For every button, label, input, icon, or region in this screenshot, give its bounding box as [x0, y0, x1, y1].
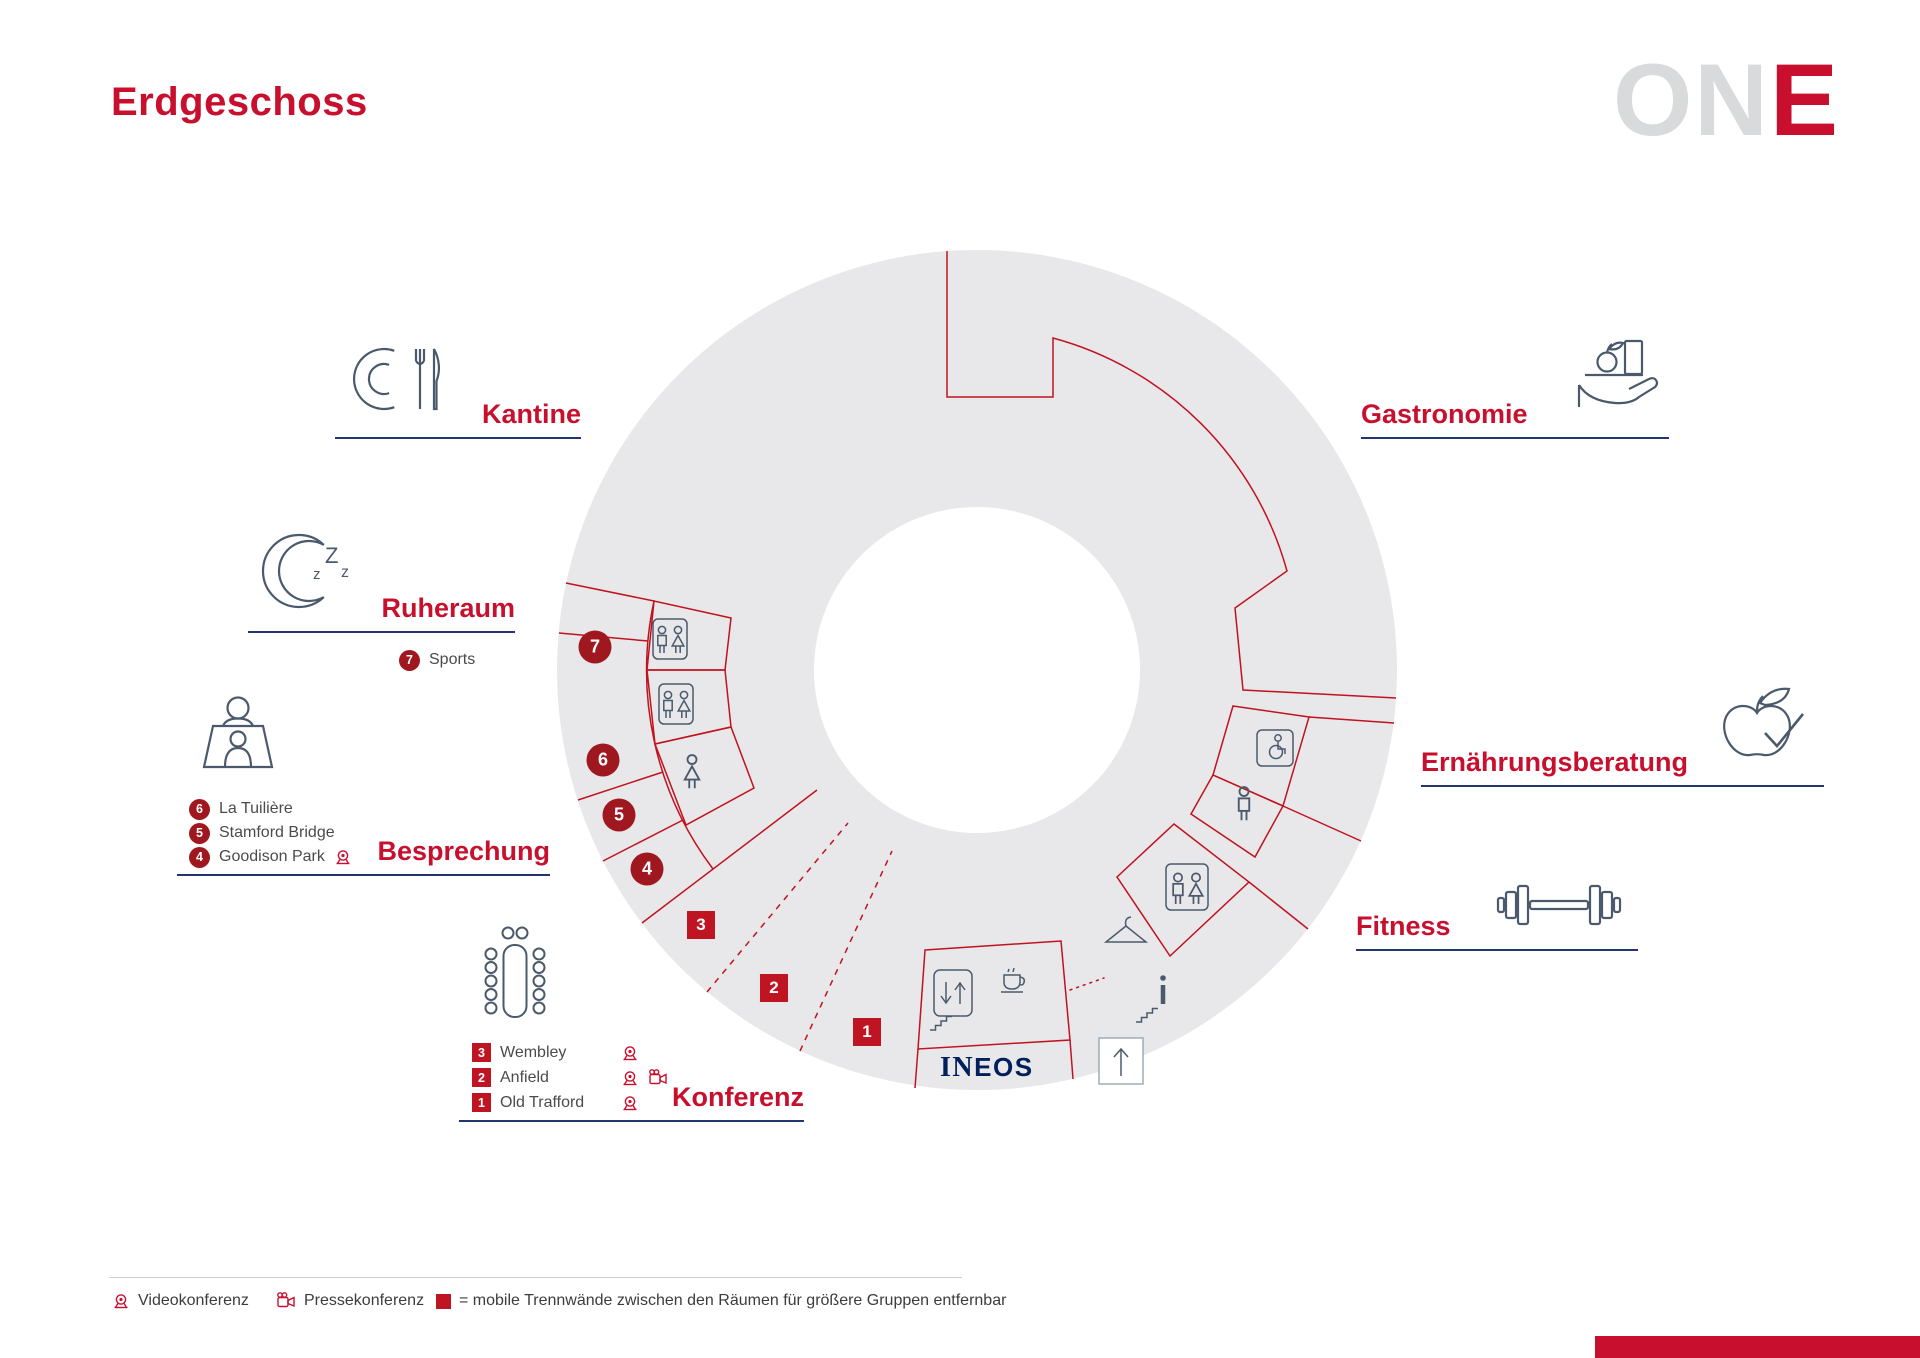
label-ruheraum: Ruheraum: [248, 593, 515, 633]
room-row: 4 Goodison Park: [189, 845, 352, 869]
room-badge: 4: [189, 846, 210, 868]
mobile-partition-line: [799, 850, 893, 1052]
label-gastronomie: Gastronomie: [1361, 399, 1669, 439]
gastronomie-outline: [946, 251, 1397, 699]
room-badge: 6: [189, 798, 210, 820]
pressconference-icon: [649, 1068, 667, 1084]
konferenz-room-list: 3 Wembley 2 Anfield 1 Old Trafford: [472, 1040, 668, 1115]
room-badge: 7: [399, 649, 420, 671]
room-marker-6: 6: [586, 743, 620, 777]
legend-press: Pressekonferenz: [276, 1288, 424, 1314]
svg-text:z: z: [341, 564, 349, 581]
plan-icons: [652, 618, 1294, 1085]
mobile-partition-line: [706, 822, 849, 993]
men-wc-room: [1190, 774, 1285, 859]
accessible-wc-icon: [1256, 729, 1294, 767]
legend-partition-label: = mobile Trennwände zwischen den Räumen …: [459, 1292, 1007, 1309]
partition-square-icon: [436, 1293, 451, 1309]
room-row: 6 La Tuilière: [189, 797, 352, 821]
exit-stairs-icon: [1098, 1037, 1144, 1085]
room-marker-4: 4: [630, 852, 664, 886]
logo-gray: ON: [1612, 43, 1770, 157]
konferenz-icon: [484, 926, 546, 1018]
dumbbell-icon: [1496, 884, 1622, 926]
room-badge: 5: [189, 822, 210, 844]
info-icon: [1160, 975, 1166, 1004]
gastronomie-icon: [1577, 339, 1659, 407]
legend-video: Videokonferenz: [112, 1288, 249, 1314]
label-konferenz: Konferenz: [459, 1082, 804, 1122]
room-marker-7: 7: [578, 630, 612, 664]
footer-divider: [109, 1277, 962, 1278]
room-row: 7 Sports: [399, 648, 475, 672]
besprechung-room-list: 6 La Tuilière 5 Stamford Bridge 4 Goodis…: [189, 797, 352, 869]
atrium-void: [814, 507, 1140, 833]
svg-text:Z: Z: [325, 543, 338, 568]
pressconference-icon: [277, 1292, 295, 1308]
label-kantine: Kantine: [335, 399, 581, 439]
room-name: Goodison Park: [219, 848, 325, 865]
room-name: La Tuilière: [219, 800, 293, 817]
elevator-icon: [933, 969, 973, 1017]
room-badge: 3: [472, 1043, 491, 1062]
label-fitness: Fitness: [1356, 911, 1638, 951]
room-marker-1: 1: [853, 1018, 881, 1046]
wc-room: [1116, 823, 1251, 958]
videoconference-icon: [623, 1045, 637, 1060]
room-marker-5: 5: [602, 798, 636, 832]
page-title: Erdgeschoss: [111, 80, 368, 124]
room-name: Stamford Bridge: [219, 824, 335, 841]
room-row: 5 Stamford Bridge: [189, 821, 352, 845]
kantine-icon: [352, 347, 441, 411]
room-name: Wembley: [500, 1043, 567, 1061]
stairs-icon: [1136, 1007, 1158, 1023]
logo-red: E: [1769, 43, 1840, 157]
room-row: 3 Wembley: [472, 1040, 668, 1065]
legend-video-label: Videokonferenz: [138, 1292, 249, 1309]
svg-text:z: z: [313, 566, 321, 583]
moon-icon: z Z z: [261, 533, 349, 609]
wc-icon: [652, 618, 688, 660]
room-badge: 1: [472, 1093, 491, 1112]
room-marker-2: 2: [760, 974, 788, 1002]
legend-partition: = mobile Trennwände zwischen den Räumen …: [436, 1288, 1006, 1314]
room-row: 1 Old Trafford: [472, 1090, 668, 1115]
room-name: Anfield: [500, 1068, 549, 1086]
zzz-letters: z Z z: [313, 543, 349, 583]
wc-icon: [658, 683, 694, 725]
wc-large-icon: [1165, 863, 1209, 911]
label-besprechung: Besprechung: [177, 836, 550, 876]
brand-bar: [1595, 1336, 1920, 1358]
ruheraum-room-list: 7 Sports: [399, 648, 475, 672]
apple-icon: [1723, 687, 1805, 757]
wardrobe-hanger-icon: [1103, 916, 1149, 943]
besprechung-icon: [202, 696, 274, 769]
room-name: Old Trafford: [500, 1093, 585, 1111]
room-badge: 2: [472, 1068, 491, 1087]
stairs-icon: [930, 1015, 952, 1031]
ineos-logo: INEOS: [940, 1052, 1034, 1083]
videoconference-icon: [114, 1294, 128, 1309]
label-ernaehrungsberatung: Ernährungsberatung: [1421, 747, 1824, 787]
room-row: 2 Anfield: [472, 1065, 668, 1090]
wc-room: [653, 726, 755, 827]
one-logo: ONE: [1613, 44, 1840, 156]
videoconference-icon: [336, 850, 350, 865]
coffee-icon: [1001, 967, 1026, 993]
videoconference-icon: [623, 1095, 637, 1110]
videoconference-icon: [623, 1070, 637, 1085]
room-name: Sports: [429, 651, 476, 668]
legend-press-label: Pressekonferenz: [304, 1292, 425, 1309]
room-marker-3: 3: [687, 911, 715, 939]
